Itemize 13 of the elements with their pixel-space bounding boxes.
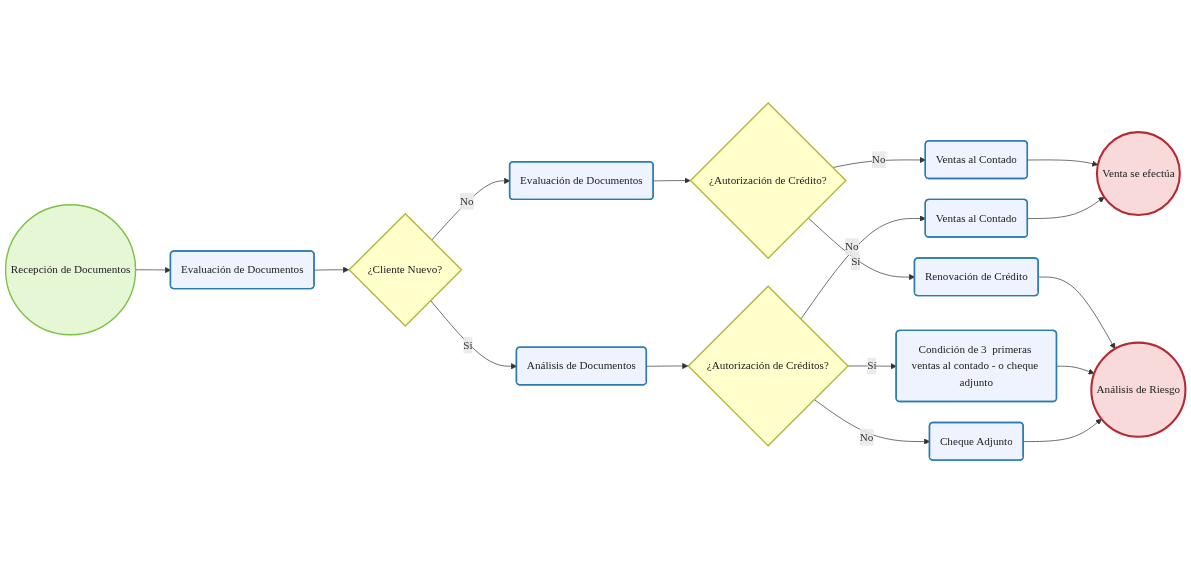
- edge-label: Sí: [463, 338, 473, 351]
- node-circle: Recepción de Documentos: [4, 204, 137, 336]
- edge-label: Sí: [867, 359, 877, 372]
- edge-label: Sí: [851, 255, 861, 268]
- edge-label: No: [859, 431, 874, 443]
- node-diamond: ¿Autorización de Crédito?: [689, 101, 847, 260]
- node-circle: Análisis de Riesgo: [1090, 341, 1187, 438]
- edge-label: No: [459, 195, 474, 207]
- edge-label: No: [845, 240, 859, 253]
- node-diamond: ¿Cliente Nuevo?: [348, 212, 463, 327]
- node-diamond: ¿Autorización de Créditos?: [687, 285, 849, 447]
- node-circle: Venta se efectúa: [1095, 131, 1181, 217]
- edge-label: No: [871, 153, 886, 166]
